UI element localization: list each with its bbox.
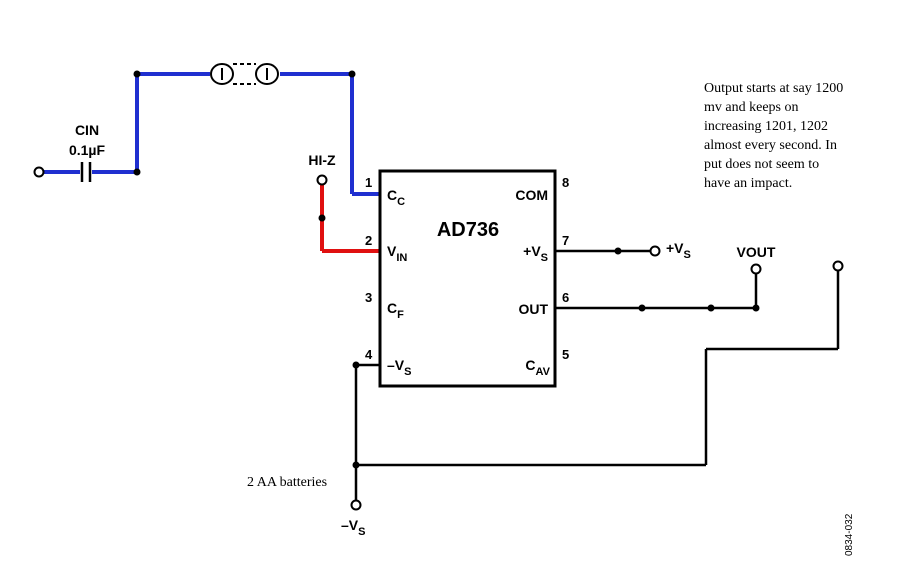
- note-line: put does not seem to: [704, 157, 819, 172]
- annotation-note: Output starts at say 1200 mv and keeps o…: [704, 81, 843, 191]
- note-line: have an impact.: [704, 176, 792, 191]
- pin-numbers: 1 2 3 4 8 7 6 5: [365, 175, 569, 362]
- note-line: mv and keeps on: [704, 100, 798, 115]
- note-line: almost every second. In: [704, 138, 837, 153]
- chip-name: AD736: [437, 219, 499, 241]
- open-terminals: [33, 166, 844, 511]
- vout-label: VOUT: [737, 244, 776, 260]
- hiz-terminal: [316, 174, 328, 186]
- right-terminal: [832, 260, 844, 272]
- pin-label-com: COM: [515, 187, 548, 203]
- batteries-label: 2 AA batteries: [247, 475, 327, 490]
- pin-number: 5: [562, 347, 569, 362]
- pin-number: 7: [562, 233, 569, 248]
- plus-vs-terminal: [649, 245, 661, 257]
- note-line: Output starts at say 1200: [704, 81, 843, 96]
- black-wiring: [354, 249, 840, 500]
- pin-number: 2: [365, 233, 372, 248]
- minus-vs-label: –VS: [341, 517, 365, 538]
- pin-label-minus-vs: –VS: [387, 357, 411, 378]
- cin-input-terminal: [33, 166, 45, 178]
- minus-vs-terminal: [350, 499, 362, 511]
- connector-symbol: [210, 63, 279, 85]
- cin-capacitor: [80, 162, 92, 182]
- pin-names-left: CC VIN CF –VS: [387, 187, 411, 378]
- hiz-label: HI-Z: [308, 152, 336, 168]
- input-blue-wiring: [44, 72, 380, 196]
- ad736-chip-body: [378, 169, 557, 388]
- pin-number: 8: [562, 175, 569, 190]
- pin-label-out: OUT: [518, 301, 548, 317]
- cin-label: CIN: [75, 122, 99, 138]
- vout-terminal: [750, 263, 762, 275]
- pin-label-cav: CAV: [525, 357, 550, 378]
- pin-label-cc: CC: [387, 187, 405, 208]
- note-line: increasing 1201, 1202: [704, 119, 828, 134]
- pin-number: 3: [365, 290, 372, 305]
- pin-number: 4: [365, 347, 373, 362]
- cin-value-label: 0.1µF: [69, 142, 106, 158]
- pin-label-vin: VIN: [387, 243, 407, 264]
- pin-number: 1: [365, 175, 372, 190]
- pin-label-cf: CF: [387, 300, 404, 321]
- figure-id: 0834-032: [844, 513, 855, 556]
- pin-label-plus-vs: +VS: [523, 243, 548, 264]
- plus-vs-label: +VS: [666, 240, 691, 261]
- junction-dots: [133, 70, 760, 469]
- pin-number: 6: [562, 290, 569, 305]
- pin-names-right: COM +VS OUT CAV: [515, 187, 550, 378]
